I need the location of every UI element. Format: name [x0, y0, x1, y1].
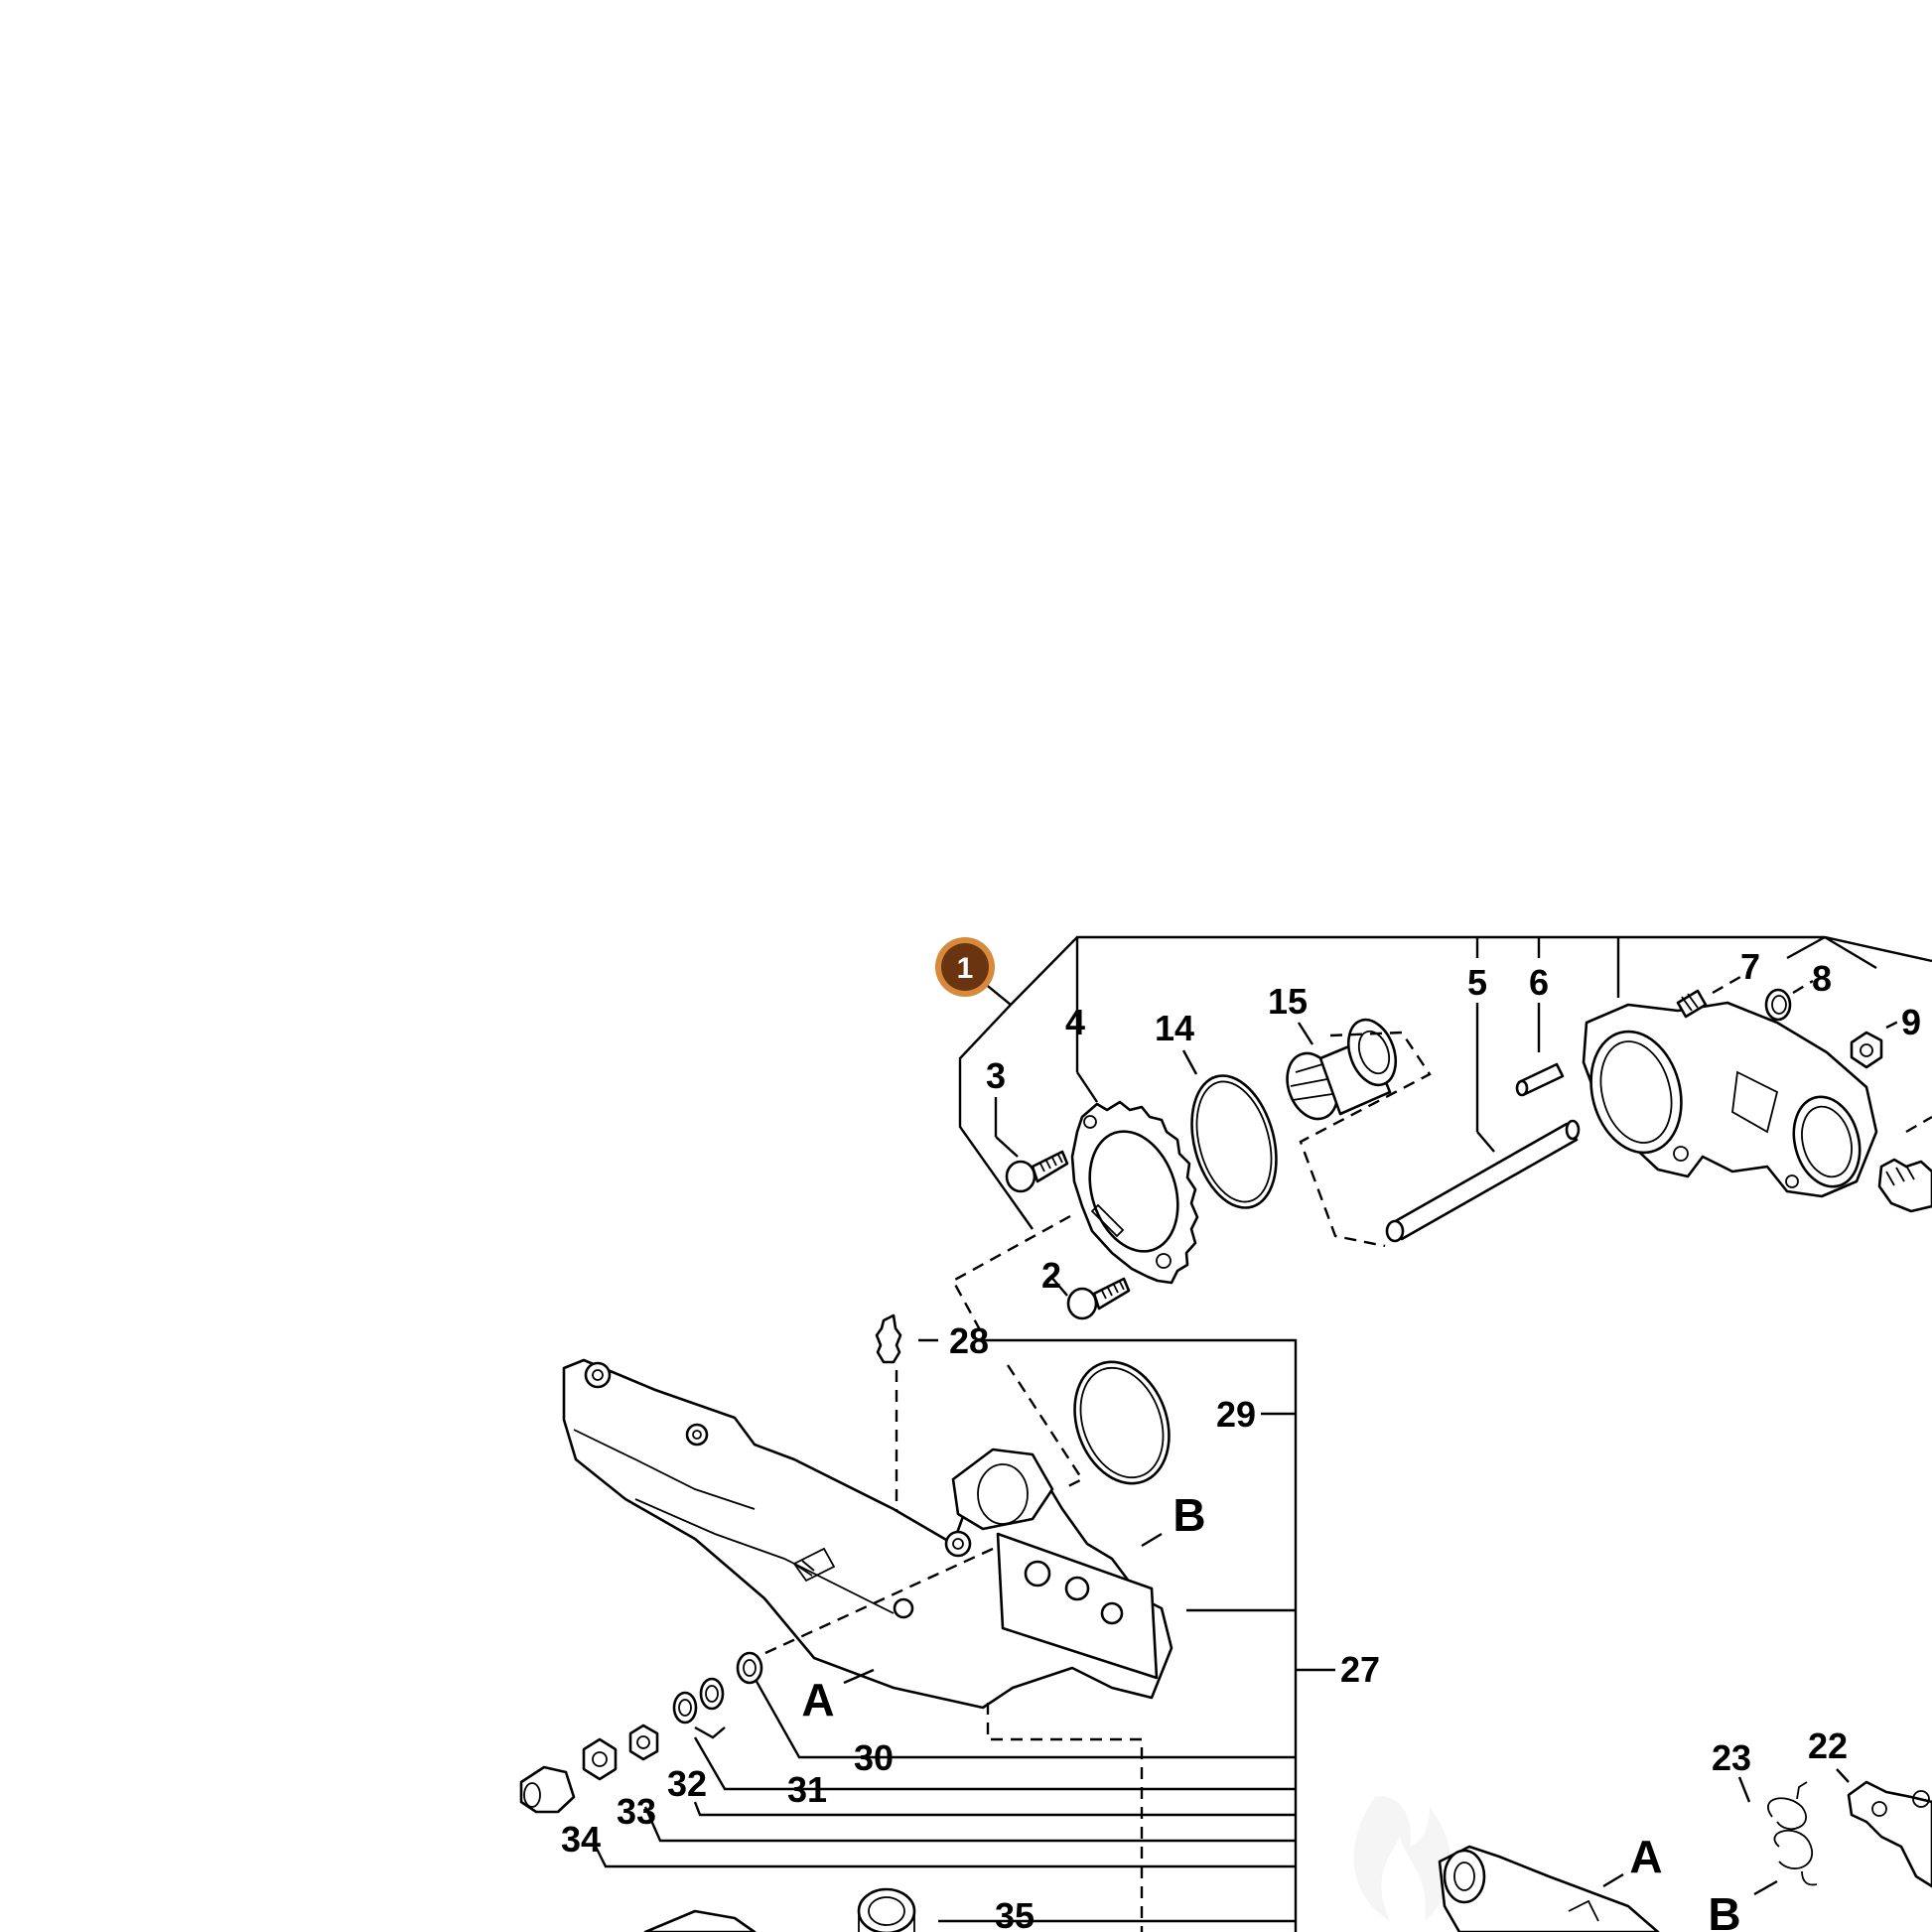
- washer-part-30: [736, 1651, 763, 1685]
- label-part-8: 8: [1812, 958, 1832, 999]
- shaft-part-5: [1385, 1003, 1581, 1243]
- reference-label-a-lower: A: [1629, 1831, 1662, 1882]
- screw-part-2: [1049, 1275, 1131, 1320]
- reference-label-b: B: [1173, 1489, 1205, 1541]
- label-part-34: 34: [561, 1819, 601, 1860]
- label-part-7: 7: [1740, 946, 1760, 987]
- label-part-28: 28: [949, 1320, 989, 1361]
- bottom-part-partial: [643, 1909, 757, 1932]
- label-part-22: 22: [1808, 1725, 1848, 1766]
- pin-part-6: [1515, 1003, 1565, 1097]
- gear-part-edge: [1877, 1158, 1932, 1213]
- nut-part-32: [628, 1724, 659, 1761]
- label-part-4: 4: [1065, 1002, 1085, 1042]
- o-ring-part-14: [1181, 1049, 1278, 1209]
- ring-part-8: [1764, 979, 1814, 1022]
- gear-arm-housing: [562, 1358, 1173, 1710]
- screw-part-3: [994, 1097, 1069, 1193]
- label-part-23: 23: [1712, 1737, 1751, 1778]
- reference-label-a: A: [801, 1674, 834, 1725]
- assembly-27-bracket: [594, 1338, 1335, 1932]
- label-part-30: 30: [854, 1737, 894, 1778]
- gear-plate-part-4: [1070, 1003, 1199, 1285]
- bearing-part-35: [857, 1887, 916, 1932]
- label-part-35: 35: [995, 1895, 1035, 1932]
- o-ring-part-29: [1073, 1360, 1171, 1485]
- label-part-33: 33: [617, 1791, 656, 1832]
- label-part-5: 5: [1467, 962, 1487, 1003]
- label-part-27: 27: [1340, 1649, 1380, 1690]
- nut-part-9: [1850, 1016, 1907, 1069]
- gear-housing: [1582, 1001, 1878, 1198]
- label-part-31: 31: [787, 1769, 827, 1810]
- nut-part-33: [582, 1737, 618, 1781]
- nipple-part-7: [1676, 971, 1748, 1019]
- label-part-15: 15: [1268, 981, 1308, 1022]
- label-part-6: 6: [1529, 962, 1549, 1003]
- reference-arrow-b-upper: [1141, 1532, 1163, 1548]
- cap-nut-part-34: [519, 1765, 576, 1814]
- label-part-3: 3: [986, 1055, 1006, 1096]
- badge-number: 1: [957, 952, 974, 985]
- watermark-flame-icon: [1353, 1796, 1451, 1921]
- assembly-number-badge[interactable]: 1: [935, 937, 995, 997]
- reference-label-b-lower: B: [1708, 1888, 1740, 1932]
- label-part-14: 14: [1155, 1008, 1194, 1048]
- washers-part-31: [672, 1677, 726, 1739]
- label-part-9: 9: [1901, 1002, 1921, 1042]
- bevel-gear-part-15: [1286, 1018, 1398, 1121]
- lower-right-assembly: [1438, 1768, 1932, 1932]
- reference-arrow-a-upper: [843, 1668, 875, 1685]
- assembly-1-bracket: [958, 935, 1932, 1230]
- label-part-2: 2: [1041, 1255, 1061, 1296]
- label-part-29: 29: [1216, 1394, 1256, 1435]
- label-part-32: 32: [667, 1763, 707, 1804]
